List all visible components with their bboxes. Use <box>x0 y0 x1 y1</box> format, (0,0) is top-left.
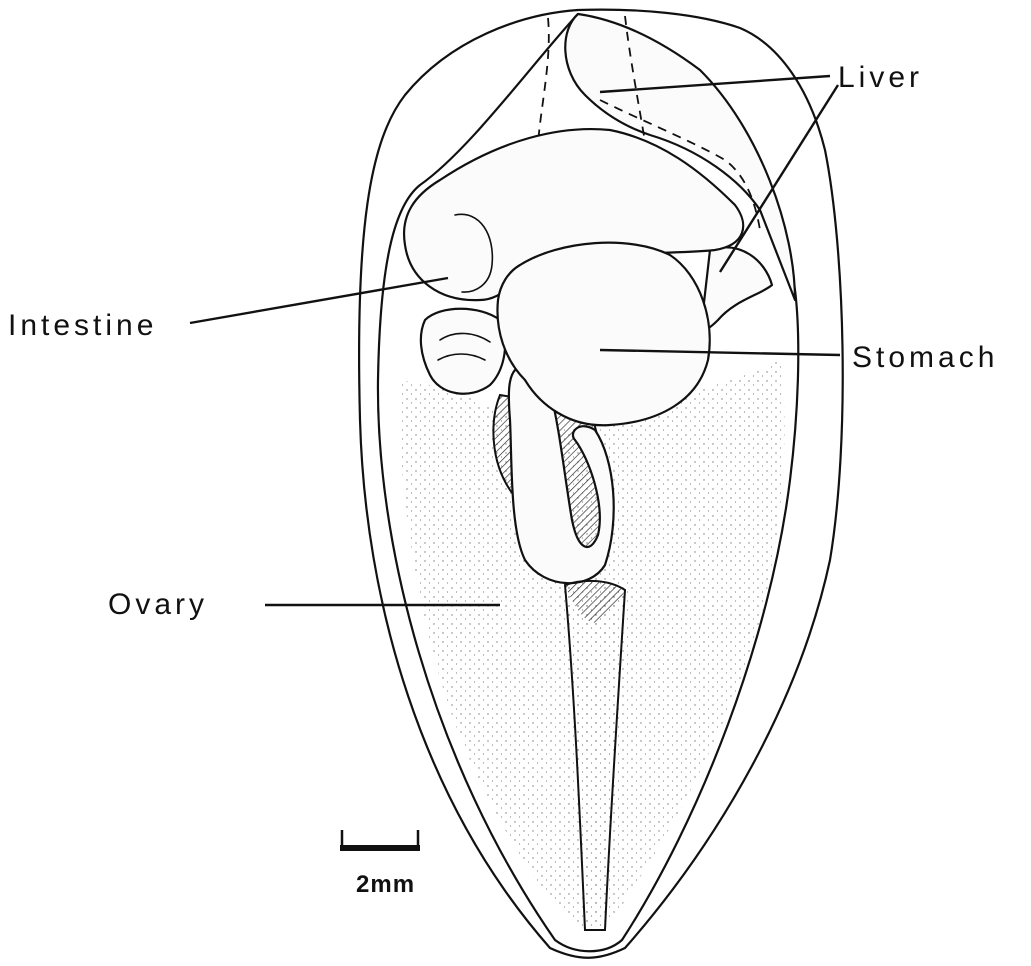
label-liver: Liver <box>838 61 923 94</box>
label-ovary: Ovary <box>108 588 208 621</box>
label-stomach: Stomach <box>852 341 998 374</box>
leader-intestine <box>190 278 448 323</box>
liver-lobe-lower <box>702 247 772 329</box>
intestine-lower <box>421 309 505 394</box>
scale-bar-label: 2mm <box>356 871 415 898</box>
scale-bar: 2mm <box>340 830 420 898</box>
label-intestine: Intestine <box>8 309 157 342</box>
